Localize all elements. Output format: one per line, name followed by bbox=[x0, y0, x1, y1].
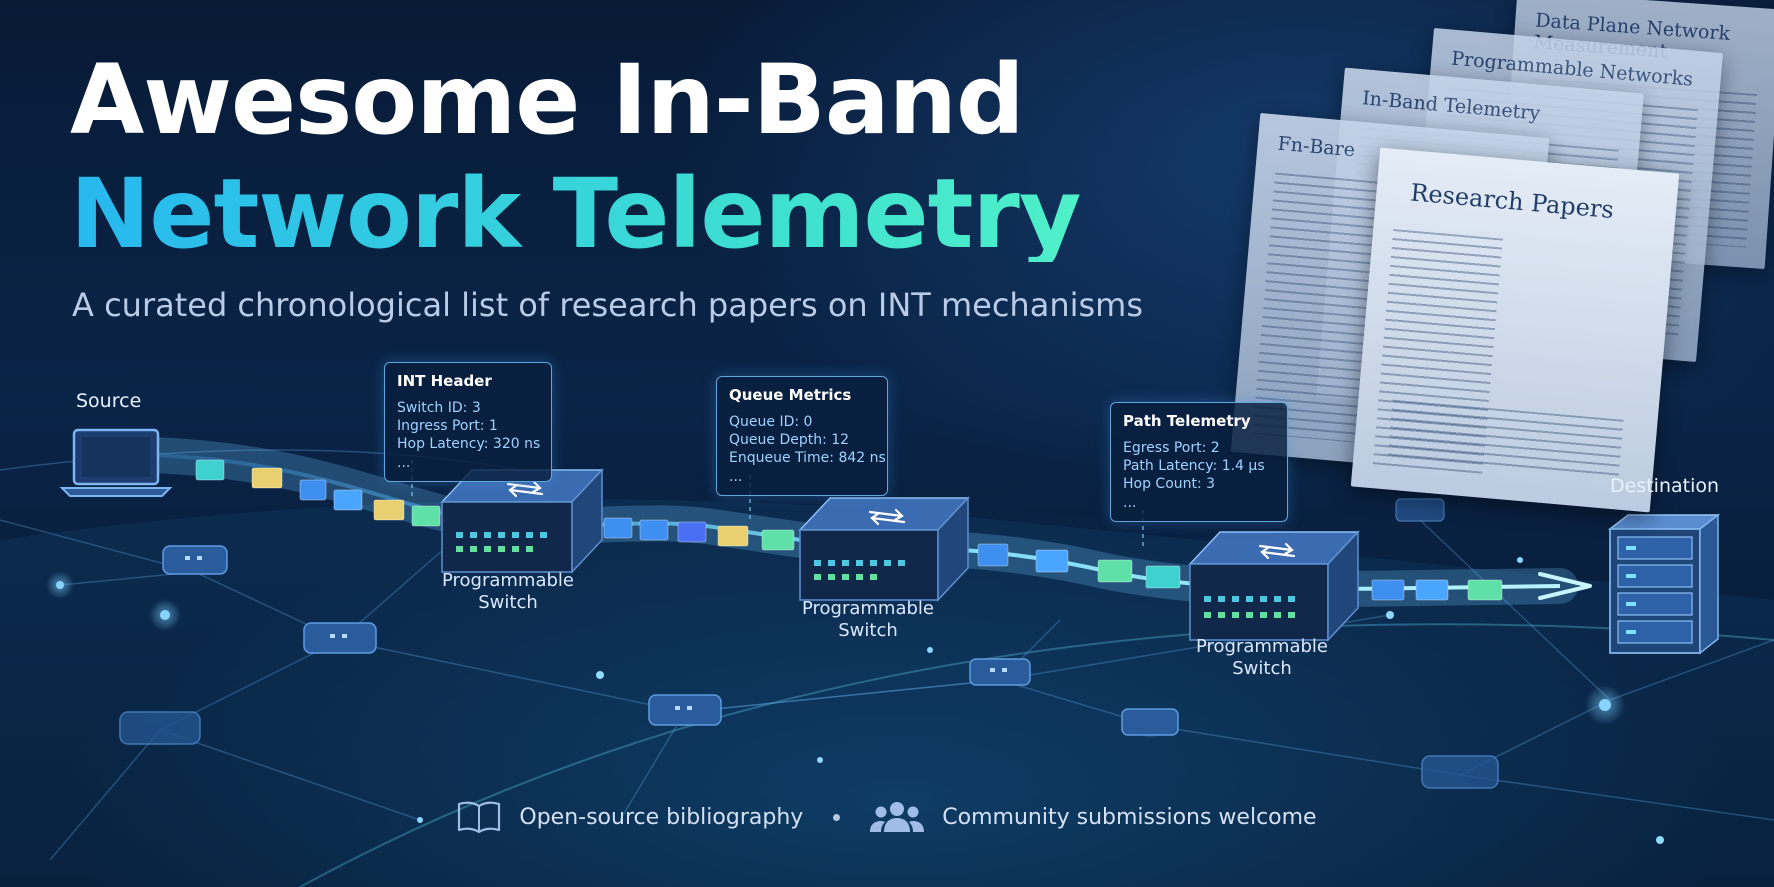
callout-line: Egress Port: 2 bbox=[1123, 440, 1220, 456]
subtitle: A curated chronological list of research… bbox=[72, 286, 1143, 324]
switch-label-1: Programmable Switch bbox=[441, 570, 574, 613]
footer-bibliography: Open-source bibliography bbox=[519, 804, 804, 830]
callout-line: Hop Count: 3 bbox=[1123, 476, 1216, 493]
callout-line: Path Latency: 1.4 μs bbox=[1123, 458, 1265, 475]
destination-label: Destination bbox=[1610, 475, 1720, 497]
callout-int-header: INT Header Switch ID: 3 Ingress Port: 1 … bbox=[384, 362, 552, 482]
network-switch-icon bbox=[798, 496, 970, 602]
source-label: Source bbox=[76, 390, 142, 412]
callout-line: ... bbox=[397, 454, 411, 471]
switch-label-3: Programmable Switch bbox=[1195, 636, 1328, 679]
callout-line: ... bbox=[1123, 494, 1137, 511]
callout-title: INT Header bbox=[397, 372, 492, 390]
title-line-2: Network Telemetry bbox=[70, 158, 1081, 270]
callout-line: ... bbox=[729, 468, 743, 485]
open-book-icon bbox=[458, 801, 501, 834]
callout-line: Queue ID: 0 bbox=[729, 414, 813, 430]
callout-path-telemetry: Path Telemetry Egress Port: 2 Path Laten… bbox=[1110, 402, 1288, 522]
paper-research-papers: Research Papers bbox=[1350, 147, 1680, 513]
separator-dot bbox=[833, 813, 841, 821]
network-switch-icon bbox=[440, 468, 604, 574]
network-switch-icon bbox=[1188, 530, 1360, 642]
callout-queue-metrics: Queue Metrics Queue ID: 0 Queue Depth: 1… bbox=[716, 376, 888, 496]
mesh-nodes bbox=[119, 498, 1499, 789]
switch-label-2: Programmable Switch bbox=[801, 598, 934, 641]
callout-title: Path Telemetry bbox=[1123, 412, 1251, 430]
callout-line: Switch ID: 3 bbox=[397, 400, 481, 416]
server-rack-icon bbox=[1607, 513, 1721, 655]
callout-line: Hop Latency: 320 ns bbox=[397, 436, 541, 453]
callout-line: Ingress Port: 1 bbox=[397, 418, 498, 435]
title-line-1: Awesome In-Band bbox=[70, 44, 1025, 156]
callout-line: Enqueue Time: 842 ns bbox=[729, 450, 886, 467]
callout-line: Queue Depth: 12 bbox=[729, 432, 850, 449]
callout-title: Queue Metrics bbox=[729, 386, 852, 404]
people-group-icon bbox=[870, 802, 925, 832]
packet-stream bbox=[195, 459, 1503, 601]
laptop-icon bbox=[59, 428, 173, 497]
footer-community: Community submissions welcome bbox=[942, 804, 1317, 830]
footer: Open-source bibliography Community submi… bbox=[0, 800, 1774, 834]
